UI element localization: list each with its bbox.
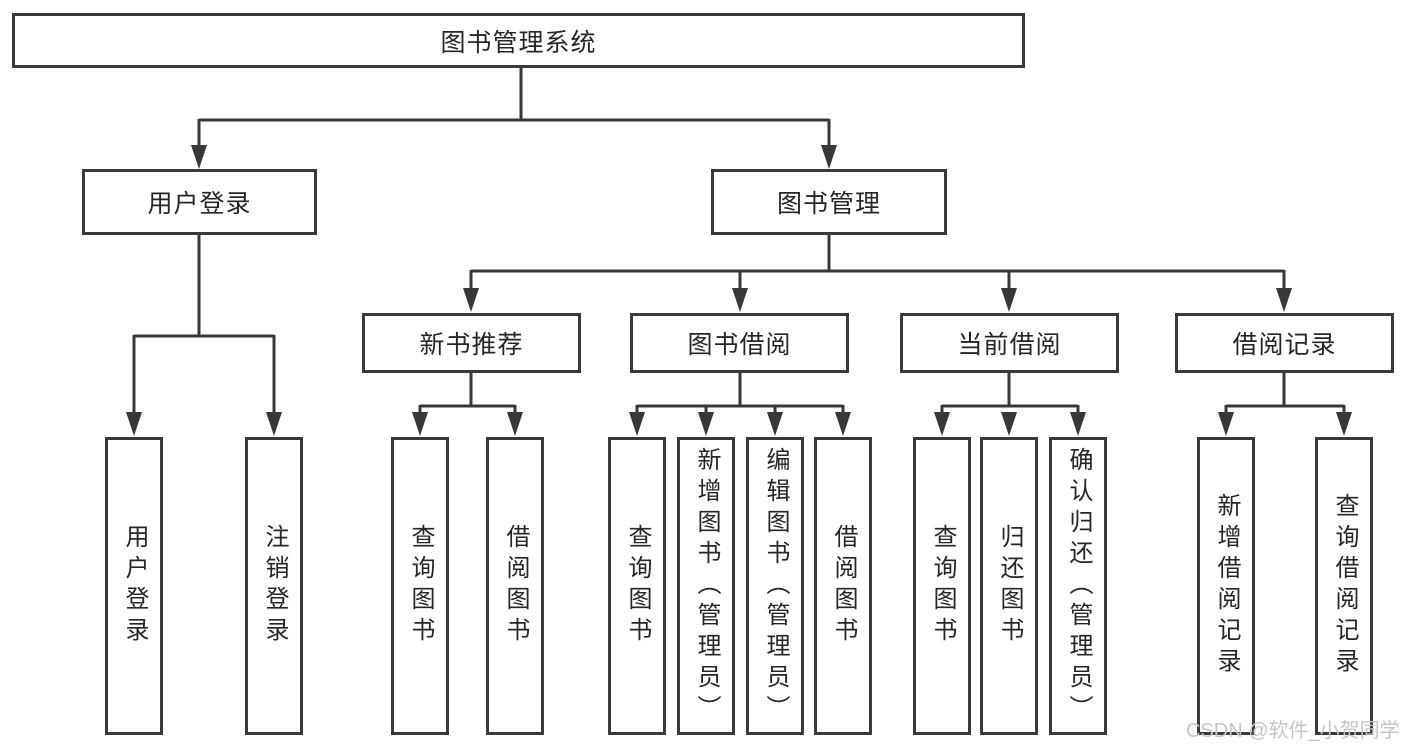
connector-user-login-to-leaves: [126, 235, 282, 436]
node-label: 新增借阅记录: [1213, 493, 1240, 679]
node-return-books: 归还图书: [980, 437, 1038, 735]
node-logout-action: 注销登录: [245, 437, 303, 735]
node-label: 查询图书: [929, 524, 956, 648]
node-confirm-return-admin: 确认归还（管理员）: [1049, 437, 1107, 735]
node-label: 确认归还（管理员）: [1065, 446, 1092, 726]
node-label: 查询图书: [624, 524, 651, 648]
node-recommend-query-books: 查询图书: [391, 437, 449, 735]
connector-borrow-records-to-leaves: [1218, 373, 1352, 436]
node-label: 编辑图书（管理员）: [762, 446, 789, 726]
node-book-management: 图书管理: [711, 169, 947, 235]
node-label: 图书管理系统: [440, 28, 597, 57]
node-user-login-action: 用户登录: [105, 437, 163, 735]
node-add-borrow-record: 新增借阅记录: [1197, 437, 1255, 735]
node-new-book-recommend: 新书推荐: [362, 313, 581, 373]
node-label: 查询借阅记录: [1331, 493, 1358, 679]
node-label: 图书管理: [776, 190, 881, 218]
node-user-login: 用户登录: [82, 169, 317, 235]
node-label: 归还图书: [996, 524, 1023, 648]
node-recommend-borrow-books: 借阅图书: [486, 437, 544, 735]
node-borrow-books: 借阅图书: [814, 437, 872, 735]
node-query-borrow-record: 查询借阅记录: [1315, 437, 1373, 735]
node-borrow-records: 借阅记录: [1175, 313, 1394, 373]
node-book-borrow: 图书借阅: [630, 313, 849, 373]
connector-root-to-level2: [191, 67, 837, 169]
watermark: CSDN @软件_小贺同学: [1186, 720, 1400, 742]
connector-book-management-to-sections: [463, 235, 1292, 312]
connector-current-borrow-to-leaves: [934, 373, 1086, 436]
node-label: 当前借阅: [957, 331, 1062, 359]
node-library-management-system: 图书管理系统: [12, 13, 1025, 68]
node-label: 新增图书（管理员）: [693, 446, 720, 726]
node-label: 查询图书: [407, 524, 434, 648]
node-label: 借阅图书: [830, 524, 857, 648]
node-label: 用户登录: [147, 190, 252, 218]
node-label: 注销登录: [261, 524, 288, 648]
node-edit-books-admin: 编辑图书（管理员）: [746, 437, 804, 735]
node-label: 图书借阅: [687, 331, 792, 359]
node-borrow-query-books: 查询图书: [608, 437, 666, 735]
node-current-borrow: 当前借阅: [900, 313, 1119, 373]
node-label: 新书推荐: [419, 331, 524, 359]
connector-book-borrow-to-leaves: [629, 373, 851, 436]
connector-new-book-to-leaves: [412, 373, 523, 436]
node-label: 借阅图书: [502, 524, 529, 648]
node-label: 用户登录: [121, 524, 148, 648]
node-add-books-admin: 新增图书（管理员）: [677, 437, 735, 735]
node-label: 借阅记录: [1232, 331, 1337, 359]
node-current-query-books: 查询图书: [913, 437, 971, 735]
